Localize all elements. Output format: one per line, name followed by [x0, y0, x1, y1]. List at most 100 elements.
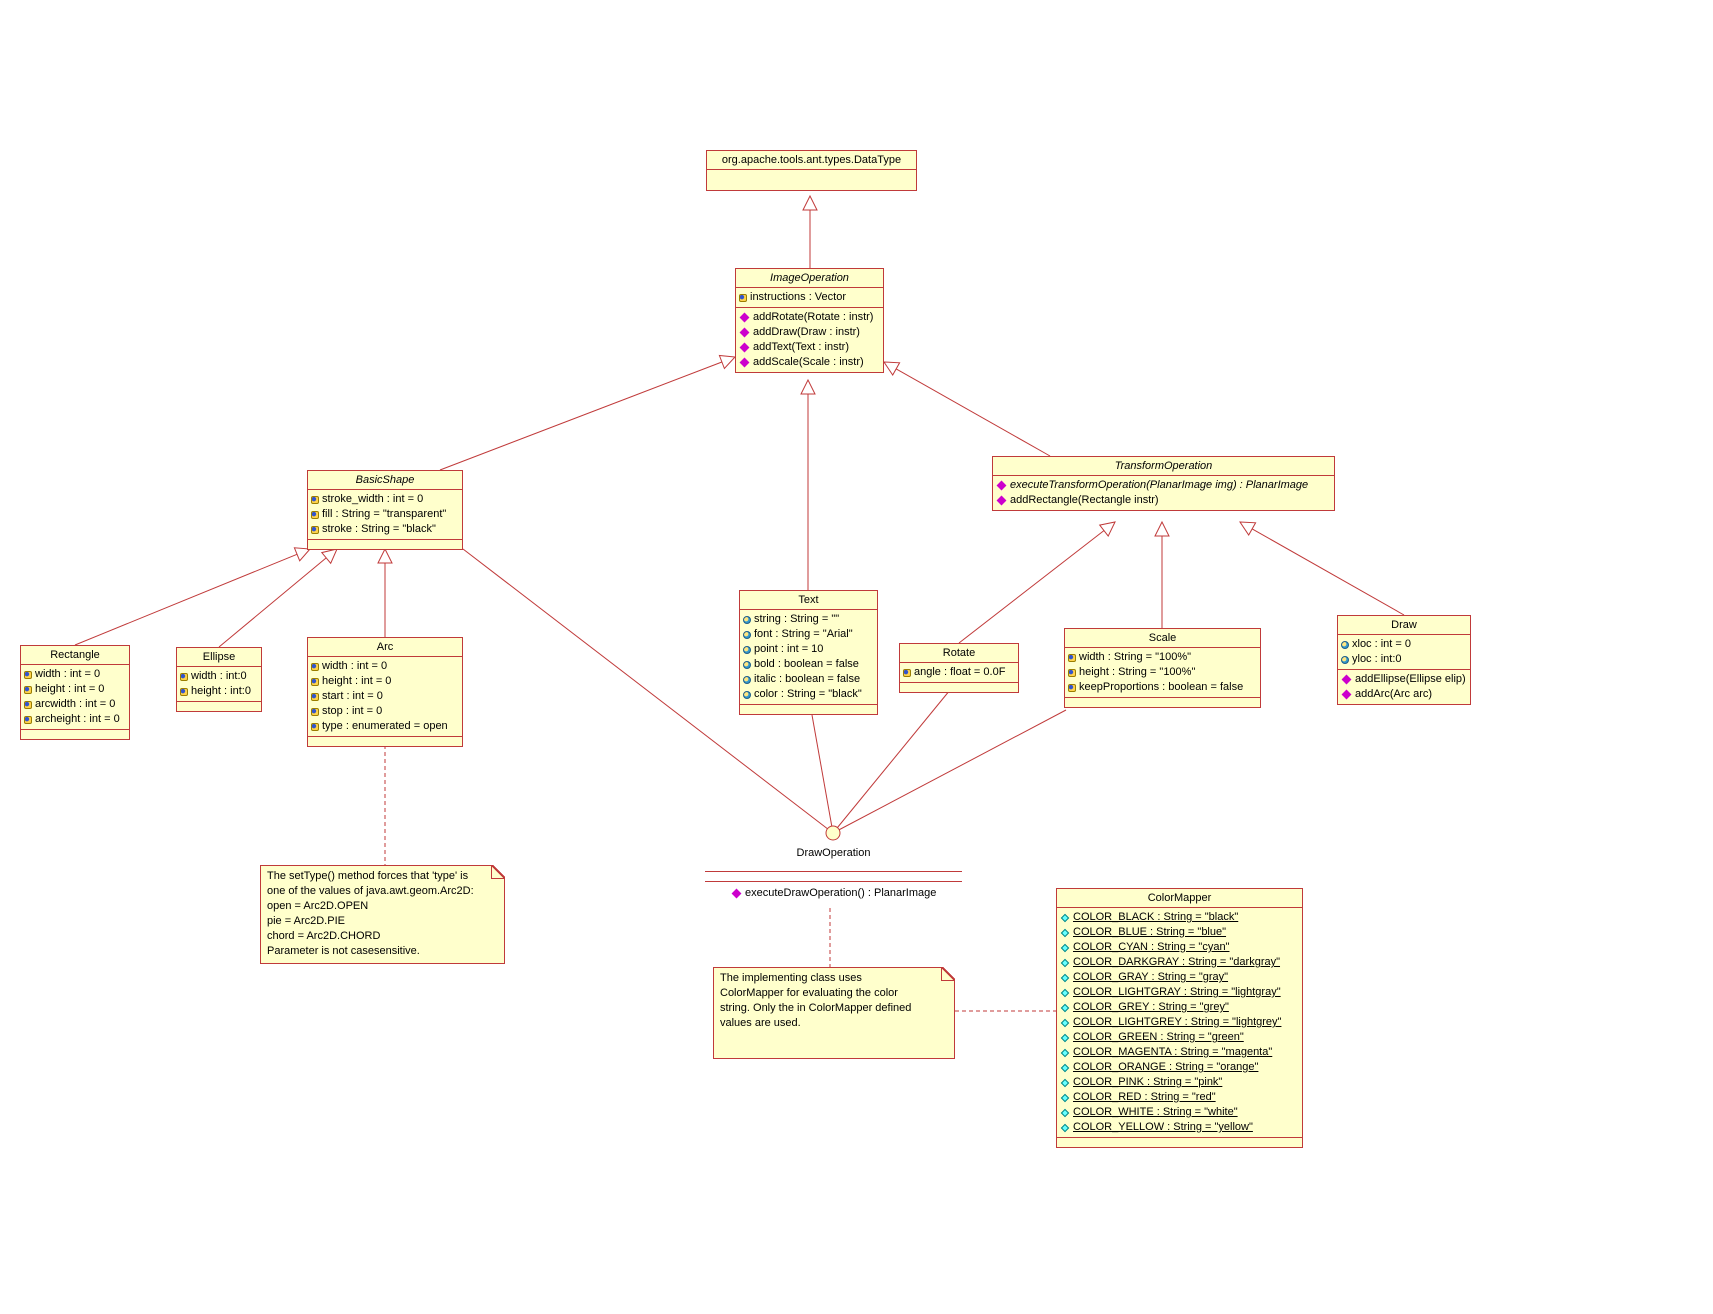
- generalization-arrowhead-icon: [377, 547, 393, 564]
- generalization-scale-to-transformoperation: [1154, 520, 1170, 628]
- method-row: addText(Text : instr): [737, 340, 882, 355]
- attribute-row-label: start : int = 0: [322, 690, 383, 702]
- attribute-row-label: instructions : Vector: [750, 291, 846, 303]
- attribute-row: COLOR_GREY : String = "grey": [1058, 1000, 1301, 1015]
- method-icon: [1341, 674, 1352, 685]
- generalization-arrowhead-icon: [718, 354, 737, 370]
- link-basicshape-to-drawoperation: [462, 548, 834, 834]
- link-text-to-drawoperation: [811, 714, 834, 834]
- interface-name-label: DrawOperation: [796, 847, 871, 859]
- attribute-row: font : String = "Arial": [741, 627, 876, 642]
- attribute-row-label: color : String = "black": [754, 688, 862, 700]
- generalization-rectangle-to-basicshape: [74, 547, 312, 646]
- note-colormapper-usage[interactable]: The implementing class uses ColorMapper …: [713, 967, 955, 1059]
- attribute-row: point : int = 10: [741, 642, 876, 657]
- attribute-row: width : int:0: [178, 669, 260, 684]
- class-rotate[interactable]: Rotate angle : float = 0.0F: [899, 643, 1019, 693]
- class-title: TransformOperation: [993, 457, 1334, 476]
- attribute-row: yloc : int:0: [1339, 652, 1469, 667]
- key-icon: [311, 662, 319, 671]
- interface-separator: [705, 871, 962, 872]
- note-arc-settype[interactable]: The setType() method forces that 'type' …: [260, 865, 505, 964]
- attribute-row: COLOR_MAGENTA : String = "magenta": [1058, 1045, 1301, 1060]
- attribute-row-label: COLOR_CYAN : String = "cyan": [1073, 941, 1230, 953]
- attribute-row-label: bold : boolean = false: [754, 658, 859, 670]
- attribute-row: COLOR_DARKGRAY : String = "darkgray": [1058, 955, 1301, 970]
- key-icon: [1068, 668, 1076, 677]
- attribute-row-label: COLOR_GRAY : String = "gray": [1073, 971, 1229, 983]
- const-icon: [1060, 1123, 1070, 1132]
- key-icon: [311, 707, 319, 716]
- generalization-text-to-imageoperation: [800, 378, 816, 590]
- attribute-row-label: width : int:0: [191, 670, 247, 682]
- attributes-compartment: width : String = "100%"height : String =…: [1065, 648, 1260, 697]
- attribute-row-label: width : int = 0: [35, 668, 101, 680]
- attribute-row-label: italic : boolean = false: [754, 673, 861, 685]
- attribute-row: stroke_width : int = 0: [309, 492, 461, 507]
- const-icon: [1060, 1093, 1070, 1102]
- attribute-row-label: yloc : int:0: [1352, 653, 1402, 665]
- attribute-row: height : int = 0: [309, 674, 461, 689]
- methods-compartment: [308, 736, 462, 746]
- attribute-row: COLOR_BLUE : String = "blue": [1058, 925, 1301, 940]
- key-icon: [311, 495, 319, 504]
- method-row: addDraw(Draw : instr): [737, 325, 882, 340]
- generalization-arrowhead-icon: [1239, 521, 1257, 536]
- class-imageoperation[interactable]: ImageOperation instructions : Vector addRo…: [735, 268, 884, 373]
- class-title: Rotate: [900, 644, 1018, 663]
- method-row-label: addEllipse(Ellipse elip): [1355, 673, 1466, 685]
- interface-drawoperation[interactable]: DrawOperation executeDrawOperation() : P…: [705, 846, 962, 901]
- attribute-row-label: width : int = 0: [322, 660, 388, 672]
- method-row-label: addScale(Scale : instr): [753, 356, 864, 368]
- methods-compartment: [1065, 697, 1260, 707]
- attribute-row-label: type : enumerated = open: [322, 720, 448, 732]
- attribute-row: height : int:0: [178, 684, 260, 699]
- method-icon: [996, 480, 1007, 491]
- methods-compartment: [1057, 1137, 1302, 1147]
- class-title: org.apache.tools.ant.types.DataType: [707, 151, 916, 170]
- attributes-compartment: string : String = ""font : String = "Ari…: [740, 610, 877, 704]
- generalization-arc-to-basicshape: [377, 547, 393, 637]
- circle-icon: [743, 690, 751, 699]
- method-icon: [739, 312, 750, 323]
- method-row: executeTransformOperation(PlanarImage im…: [994, 478, 1333, 493]
- class-datatype[interactable]: org.apache.tools.ant.types.DataType: [706, 150, 917, 191]
- methods-compartment: addRotate(Rotate : instr)addDraw(Draw : …: [736, 307, 883, 372]
- generalization-arrowhead-icon: [1154, 520, 1170, 537]
- key-icon: [24, 700, 32, 709]
- method-icon: [739, 342, 750, 353]
- link-rotate-to-drawoperation: [832, 689, 951, 834]
- note-text: The setType() method forces that 'type' …: [267, 870, 474, 957]
- const-icon: [1060, 973, 1070, 982]
- generalization-arrowhead-icon: [800, 378, 816, 395]
- method-row: addEllipse(Ellipse elip): [1339, 672, 1469, 687]
- class-title: ImageOperation: [736, 269, 883, 288]
- attribute-row: COLOR_CYAN : String = "cyan": [1058, 940, 1301, 955]
- drawoperation-lollipop-circle: [825, 825, 841, 841]
- methods-compartment: [177, 701, 261, 711]
- methods-compartment: executeTransformOperation(PlanarImage im…: [993, 476, 1334, 510]
- circle-icon: [1341, 640, 1349, 649]
- class-transformoperation[interactable]: TransformOperation executeTransformOperat…: [992, 456, 1335, 511]
- attribute-row: angle : float = 0.0F: [901, 665, 1017, 680]
- attribute-row-label: archeight : int = 0: [35, 713, 120, 725]
- attribute-row-label: COLOR_GREEN : String = "green": [1073, 1031, 1244, 1043]
- attribute-row-label: stroke : String = "black": [322, 523, 436, 535]
- key-icon: [903, 668, 911, 677]
- attribute-row-label: COLOR_LIGHTGRAY : String = "lightgray": [1073, 986, 1281, 998]
- attributes-compartment: width : int:0 height : int:0: [177, 667, 261, 701]
- attribute-row: arcwidth : int = 0: [22, 697, 128, 712]
- circle-icon: [743, 645, 751, 654]
- attribute-row-label: point : int = 10: [754, 643, 824, 655]
- method-row-label: addDraw(Draw : instr): [753, 326, 860, 338]
- key-icon: [311, 677, 319, 686]
